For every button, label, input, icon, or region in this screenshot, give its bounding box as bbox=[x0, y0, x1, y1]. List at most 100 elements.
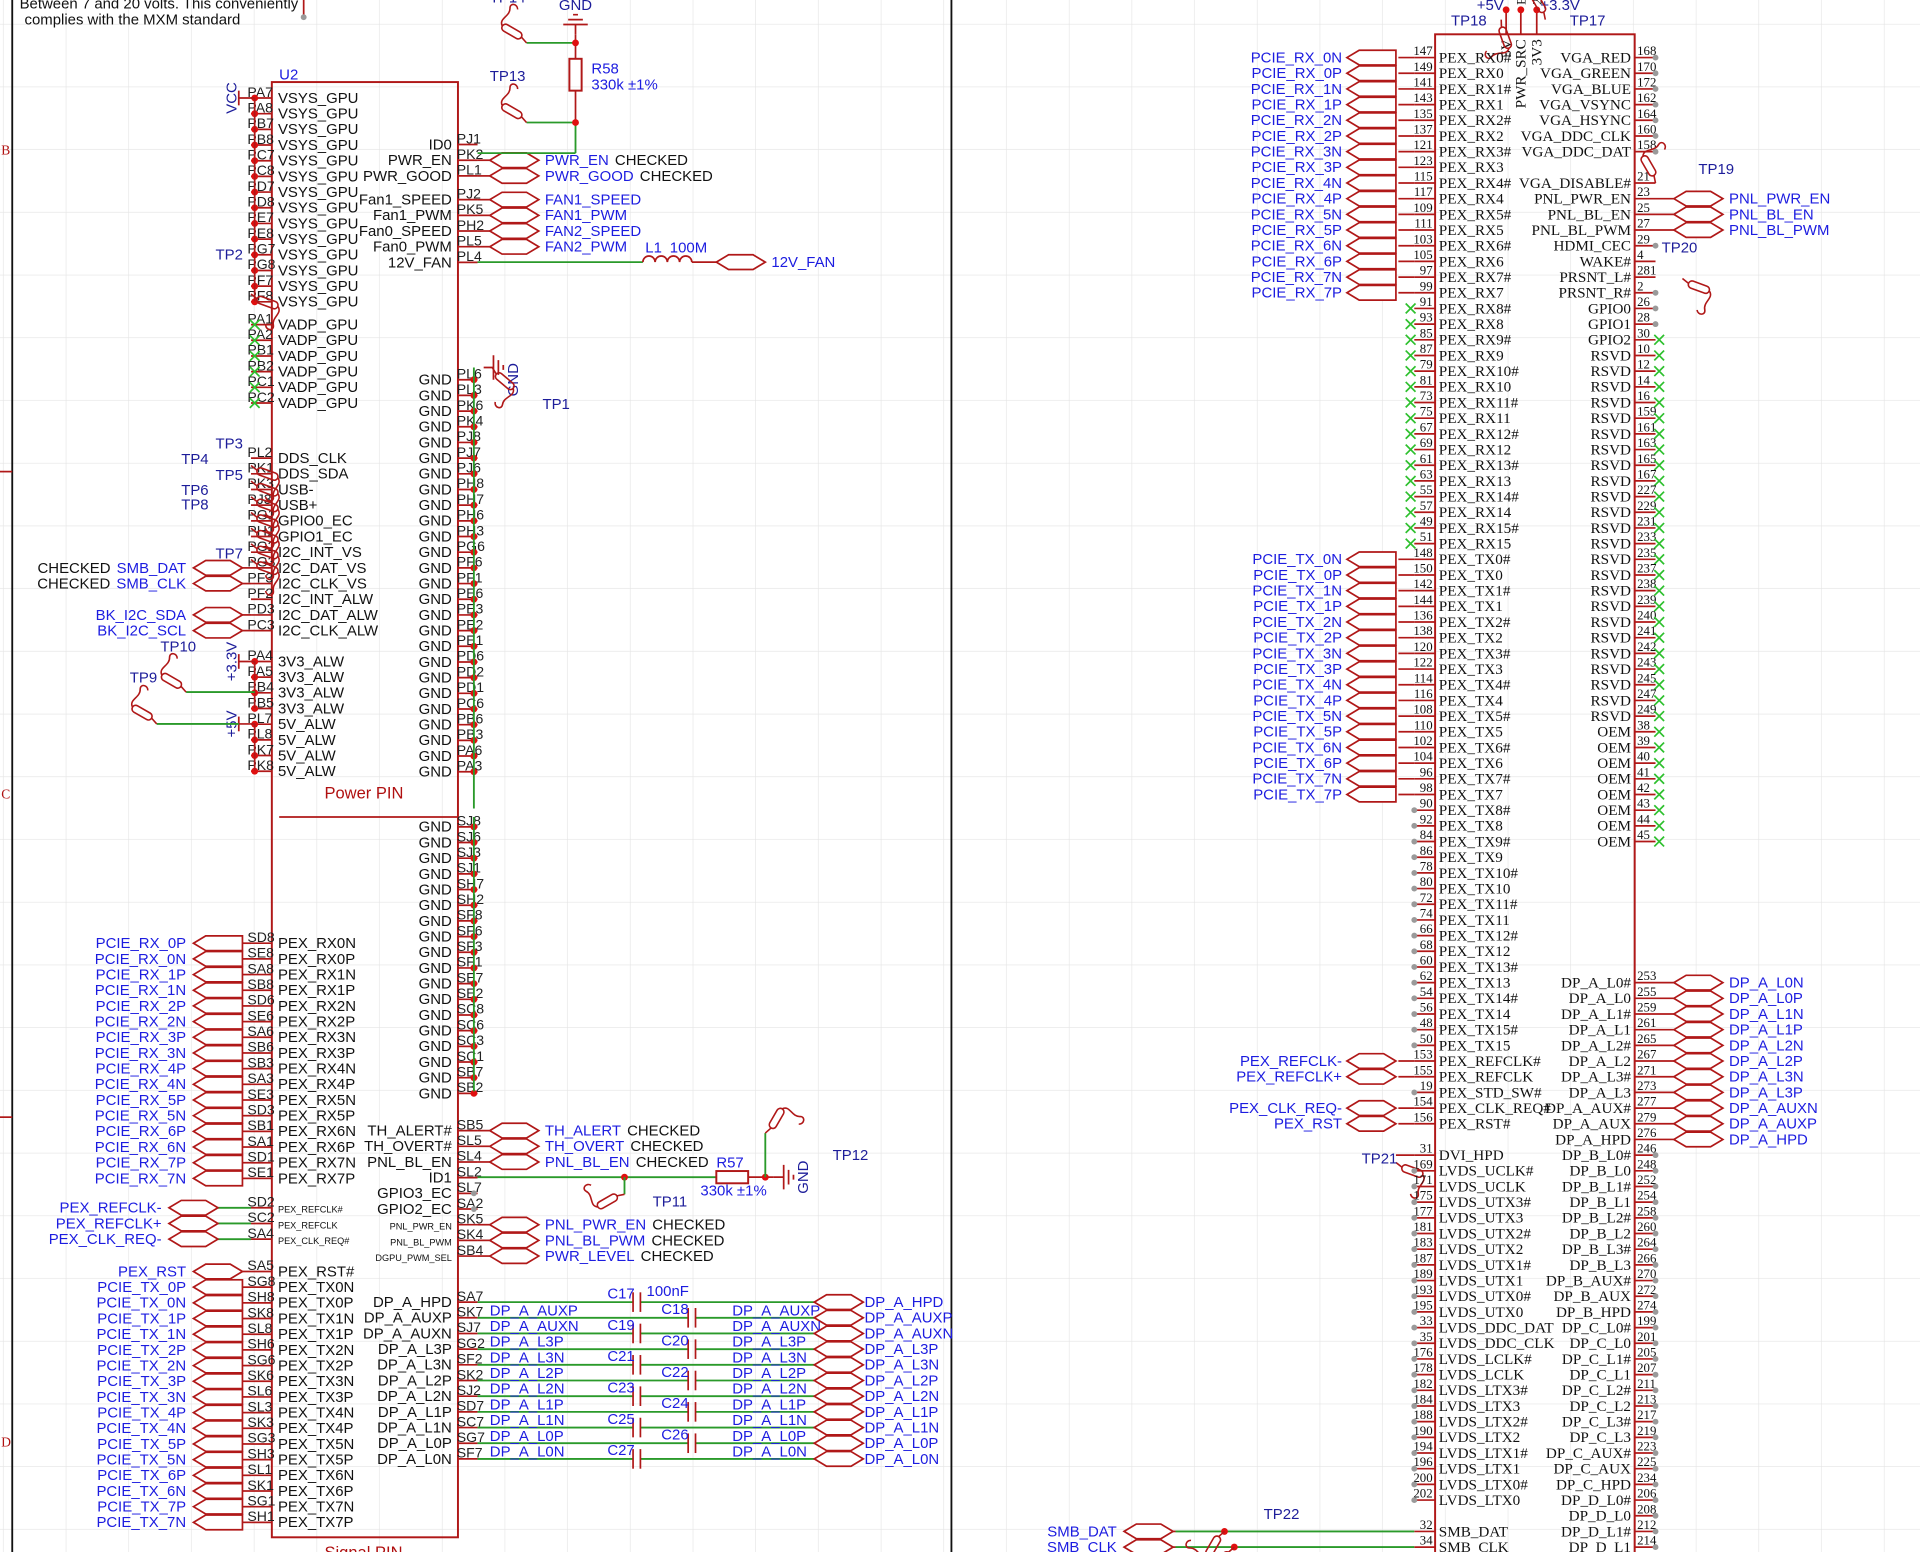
net-port[interactable] bbox=[191, 1388, 244, 1406]
net-port[interactable] bbox=[191, 1435, 244, 1453]
test-point-icon[interactable] bbox=[128, 684, 170, 725]
net-port[interactable] bbox=[191, 950, 244, 968]
net-port[interactable] bbox=[191, 1138, 244, 1156]
test-point-icon[interactable] bbox=[158, 652, 200, 693]
test-point-icon[interactable] bbox=[1476, 19, 1514, 60]
test-point-icon[interactable] bbox=[1185, 1518, 1226, 1552]
net-port[interactable] bbox=[812, 1403, 865, 1421]
net-port[interactable] bbox=[191, 1029, 244, 1046]
net-port[interactable] bbox=[191, 1263, 245, 1280]
net-port[interactable] bbox=[1345, 127, 1397, 145]
net-port[interactable] bbox=[1672, 206, 1725, 223]
net-port[interactable] bbox=[1345, 221, 1397, 239]
net-port[interactable] bbox=[1345, 613, 1397, 631]
net-port[interactable] bbox=[191, 1357, 244, 1374]
net-port[interactable] bbox=[167, 1199, 220, 1216]
net-port[interactable] bbox=[191, 1044, 244, 1062]
net-port[interactable] bbox=[812, 1372, 865, 1389]
net-port[interactable] bbox=[1345, 237, 1397, 254]
net-port[interactable] bbox=[191, 1451, 244, 1468]
net-port[interactable] bbox=[1345, 754, 1397, 772]
net-port[interactable] bbox=[1345, 1068, 1398, 1085]
net-port[interactable] bbox=[1345, 1099, 1398, 1117]
net-port[interactable] bbox=[1345, 80, 1397, 98]
net-port[interactable] bbox=[191, 1091, 244, 1109]
net-port[interactable] bbox=[1672, 990, 1725, 1007]
net-port[interactable] bbox=[1345, 629, 1397, 646]
net-port[interactable] bbox=[1672, 190, 1725, 207]
net-port[interactable] bbox=[191, 1107, 244, 1124]
net-port[interactable] bbox=[1122, 1523, 1175, 1540]
net-port[interactable] bbox=[1345, 284, 1397, 301]
net-port-bk_i2c_sda[interactable] bbox=[191, 606, 245, 624]
net-port[interactable] bbox=[812, 1356, 865, 1374]
net-port[interactable] bbox=[191, 982, 244, 999]
test-point-icon[interactable] bbox=[242, 480, 282, 518]
net-port[interactable] bbox=[812, 1419, 865, 1436]
net-port[interactable] bbox=[191, 1294, 244, 1312]
net-port[interactable] bbox=[812, 1387, 865, 1405]
net-port[interactable] bbox=[191, 1341, 244, 1359]
net-port[interactable] bbox=[1345, 566, 1397, 584]
net-port[interactable] bbox=[191, 1467, 244, 1484]
test-point-icon[interactable] bbox=[242, 543, 282, 581]
net-port[interactable] bbox=[1345, 770, 1397, 788]
net-port[interactable] bbox=[812, 1450, 865, 1468]
net-port[interactable] bbox=[167, 1230, 220, 1248]
test-point-icon[interactable] bbox=[242, 496, 282, 534]
net-port[interactable] bbox=[1672, 1115, 1725, 1132]
net-port[interactable] bbox=[191, 1170, 244, 1187]
net-port[interactable] bbox=[191, 1514, 244, 1531]
net-port[interactable] bbox=[167, 1215, 220, 1232]
net-port[interactable] bbox=[1345, 159, 1397, 176]
net-port[interactable] bbox=[1672, 1131, 1725, 1148]
net-port[interactable] bbox=[1345, 723, 1397, 740]
net-port[interactable] bbox=[191, 1325, 244, 1343]
net-port[interactable] bbox=[1345, 645, 1397, 662]
net-port[interactable] bbox=[191, 1482, 244, 1500]
net-port[interactable] bbox=[488, 1153, 541, 1171]
net-port-fan1_pwm[interactable] bbox=[488, 207, 541, 224]
net-port[interactable] bbox=[1345, 1052, 1398, 1070]
net-port[interactable] bbox=[1345, 174, 1397, 192]
net-port[interactable] bbox=[191, 966, 244, 983]
net-port[interactable] bbox=[1672, 1099, 1725, 1117]
test-point-icon[interactable] bbox=[764, 1104, 805, 1146]
test-point-icon[interactable] bbox=[1638, 141, 1679, 184]
test-point-icon[interactable] bbox=[498, 83, 540, 124]
test-point-icon[interactable] bbox=[1195, 1534, 1236, 1552]
net-port-smb_dat[interactable] bbox=[191, 559, 245, 577]
net-port[interactable] bbox=[1345, 1115, 1398, 1132]
net-port[interactable] bbox=[191, 1498, 244, 1515]
net-port[interactable] bbox=[191, 997, 244, 1015]
net-port[interactable] bbox=[1345, 551, 1397, 568]
net-port[interactable] bbox=[1345, 190, 1397, 207]
net-port[interactable] bbox=[1672, 1068, 1725, 1085]
net-port[interactable] bbox=[1122, 1538, 1175, 1552]
net-port[interactable] bbox=[1345, 65, 1397, 82]
test-point-icon[interactable] bbox=[242, 293, 282, 331]
net-port[interactable] bbox=[1345, 598, 1397, 615]
net-port[interactable] bbox=[1345, 49, 1397, 66]
net-port[interactable] bbox=[1345, 660, 1397, 678]
net-port[interactable] bbox=[812, 1325, 865, 1342]
net-port[interactable] bbox=[1345, 582, 1397, 599]
net-port[interactable] bbox=[1672, 1021, 1725, 1038]
net-port[interactable] bbox=[191, 1420, 244, 1437]
net-port[interactable] bbox=[1345, 112, 1397, 129]
net-port-pwr_en[interactable] bbox=[488, 152, 541, 169]
net-port-12v-fan[interactable] bbox=[714, 253, 767, 271]
net-port-fan1_speed[interactable] bbox=[488, 191, 541, 208]
net-port[interactable] bbox=[191, 1154, 244, 1171]
net-port[interactable] bbox=[1345, 143, 1397, 160]
net-port[interactable] bbox=[1345, 786, 1397, 803]
net-port[interactable] bbox=[191, 1404, 244, 1421]
net-port[interactable] bbox=[488, 1216, 541, 1233]
net-port-smb_clk[interactable] bbox=[191, 575, 245, 592]
net-port[interactable] bbox=[1345, 707, 1397, 725]
test-point-icon[interactable] bbox=[583, 1171, 625, 1212]
net-port[interactable] bbox=[191, 1373, 244, 1390]
test-point-icon[interactable] bbox=[242, 464, 282, 502]
net-port[interactable] bbox=[1672, 221, 1725, 239]
test-point-icon[interactable] bbox=[1528, 0, 1569, 20]
